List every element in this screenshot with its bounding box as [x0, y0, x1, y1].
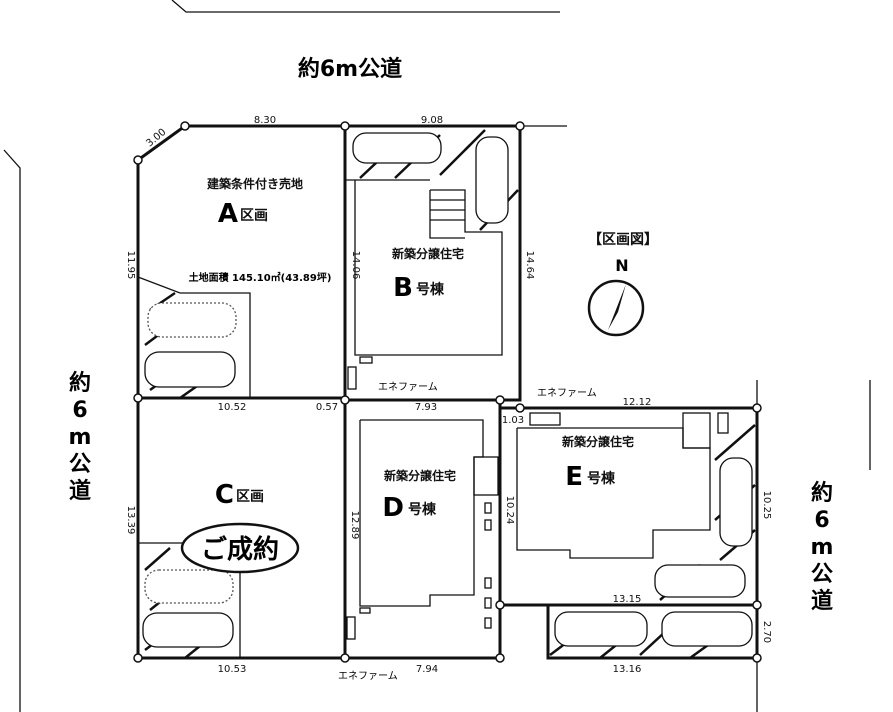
road-label-right: 約 6 m 公 道	[811, 480, 834, 614]
label: 約	[811, 480, 833, 506]
label: 8.30	[254, 115, 276, 126]
label: 公	[811, 562, 833, 587]
label: E	[565, 462, 583, 492]
label: 号棟	[408, 501, 437, 518]
label: 新築分譲住宅	[384, 468, 456, 483]
label: 区画	[240, 208, 268, 224]
label: B	[393, 273, 413, 303]
label: m	[69, 425, 92, 450]
label: D	[382, 493, 404, 523]
label: 土地面積 145.10㎡(43.89坪)	[189, 271, 332, 284]
label: A	[218, 199, 238, 229]
car-icon	[661, 611, 753, 647]
car-icon	[654, 564, 746, 598]
label: 10.52	[218, 402, 247, 413]
car-icon	[142, 612, 234, 648]
dimensions: 8.30 3.00 11.95 10.52 0.57 9.08 14.06 14…	[125, 115, 772, 675]
car-icon	[719, 457, 753, 547]
lot-e[interactable]: 新築分譲住宅 E 号棟 エネファーム	[498, 387, 759, 607]
sold-badge	[180, 522, 300, 574]
label: 10.24	[504, 496, 515, 525]
road-label-left: 約 6 m 公 道	[69, 370, 92, 504]
car-icon	[144, 351, 236, 388]
car-icon	[147, 302, 237, 338]
label: 13.15	[613, 594, 642, 605]
label: 11.95	[125, 251, 136, 280]
label: 6	[72, 398, 87, 423]
label: エネファーム	[537, 387, 597, 399]
label: 14.64	[524, 251, 535, 280]
label: 公	[69, 452, 91, 477]
label: 道	[69, 478, 91, 504]
label: 6	[814, 508, 829, 533]
label: 号棟	[416, 281, 445, 298]
label: 区画	[236, 489, 264, 505]
label: 2.70	[761, 621, 772, 643]
label: 14.06	[350, 251, 361, 280]
label: 10.53	[218, 664, 247, 675]
road-label-top: 約6m公道	[298, 56, 402, 82]
lot-b[interactable]: 新築分譲住宅 B 号棟 エネファーム	[343, 124, 522, 402]
boundary-points	[133, 121, 762, 663]
lot-d[interactable]: 新築分譲住宅 D 号棟 エネファーム	[338, 398, 502, 682]
label: 約	[69, 370, 91, 396]
car-icon	[144, 569, 234, 604]
label: 9.08	[421, 115, 443, 126]
label: エネファーム	[338, 670, 398, 682]
label: 0.57	[316, 402, 338, 413]
label: 10.25	[761, 491, 772, 520]
lot-c[interactable]: C 区画 ご成約	[136, 396, 347, 660]
sold-status: ご成約	[201, 534, 279, 565]
label: 建築条件付き売地	[206, 176, 303, 191]
label: 1.03	[502, 415, 524, 426]
label: 道	[811, 588, 833, 614]
label: 新築分譲住宅	[392, 246, 464, 261]
north-compass-icon: N	[587, 256, 645, 337]
parking-area[interactable]	[546, 603, 759, 660]
lot-a[interactable]: 建築条件付き売地 A 区画 土地面積 145.10㎡(43.89坪)	[136, 124, 347, 400]
label: 13.39	[125, 506, 136, 535]
label: 12.89	[349, 511, 360, 540]
label: 新築分譲住宅	[562, 434, 634, 449]
label: C	[215, 480, 234, 510]
label: 7.93	[415, 402, 437, 413]
label: 7.94	[416, 664, 438, 675]
car-icon	[352, 132, 442, 164]
car-icon	[554, 611, 648, 647]
label: N	[615, 256, 628, 275]
label: 13.16	[613, 664, 642, 675]
legend-title: 【区画図】	[588, 232, 658, 248]
label: 号棟	[587, 470, 616, 487]
label: 12.12	[623, 397, 652, 408]
car-icon	[475, 136, 509, 224]
label: m	[811, 535, 834, 560]
label: エネファーム	[378, 381, 438, 393]
